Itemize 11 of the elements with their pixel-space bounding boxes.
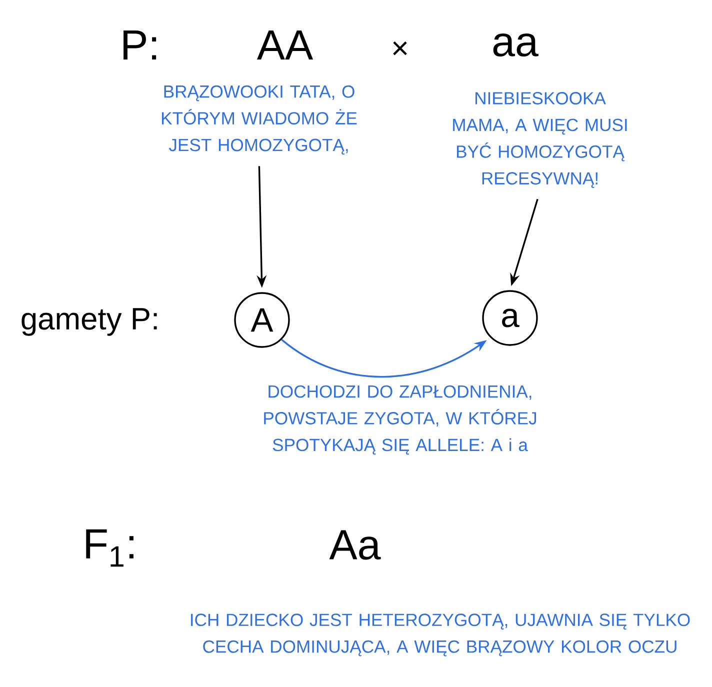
genotype-label: AA xyxy=(256,30,314,60)
note-text: NIEBIESKOOKA MAMA, A WIĘC MUSI BYĆ HOMOZYGOTĄ RECESYWNĄ! xyxy=(453,92,627,188)
genotype-label: Aa xyxy=(329,530,381,560)
row-label: gamety P: xyxy=(22,308,157,336)
note-text: ICH DZIECKO JEST HETEROZYGOTĄ, UJAWNIA SIĘ TYLKO CECHA DOMINUJĄCA, A WIĘC BRĄZOWY KOLOR OCZU xyxy=(191,614,690,656)
note-text: DOCHODZI DO ZAPŁODNIENIA, POWSTAJE ZYGOTA, W KTÓREJ SPOTYKAJĄ SIĘ ALLELE: A i a xyxy=(264,385,536,455)
note-text: BRĄZOWOOKI TATA, O KTÓRYM WIADOMO ŻE JEST HOMOZYGOTĄ, xyxy=(162,85,357,155)
row-label: F$_{1}$: xyxy=(86,529,134,567)
cross-sign: × xyxy=(393,41,407,56)
prefix-label: P: xyxy=(124,30,156,60)
genotype-label: aa xyxy=(493,33,538,57)
